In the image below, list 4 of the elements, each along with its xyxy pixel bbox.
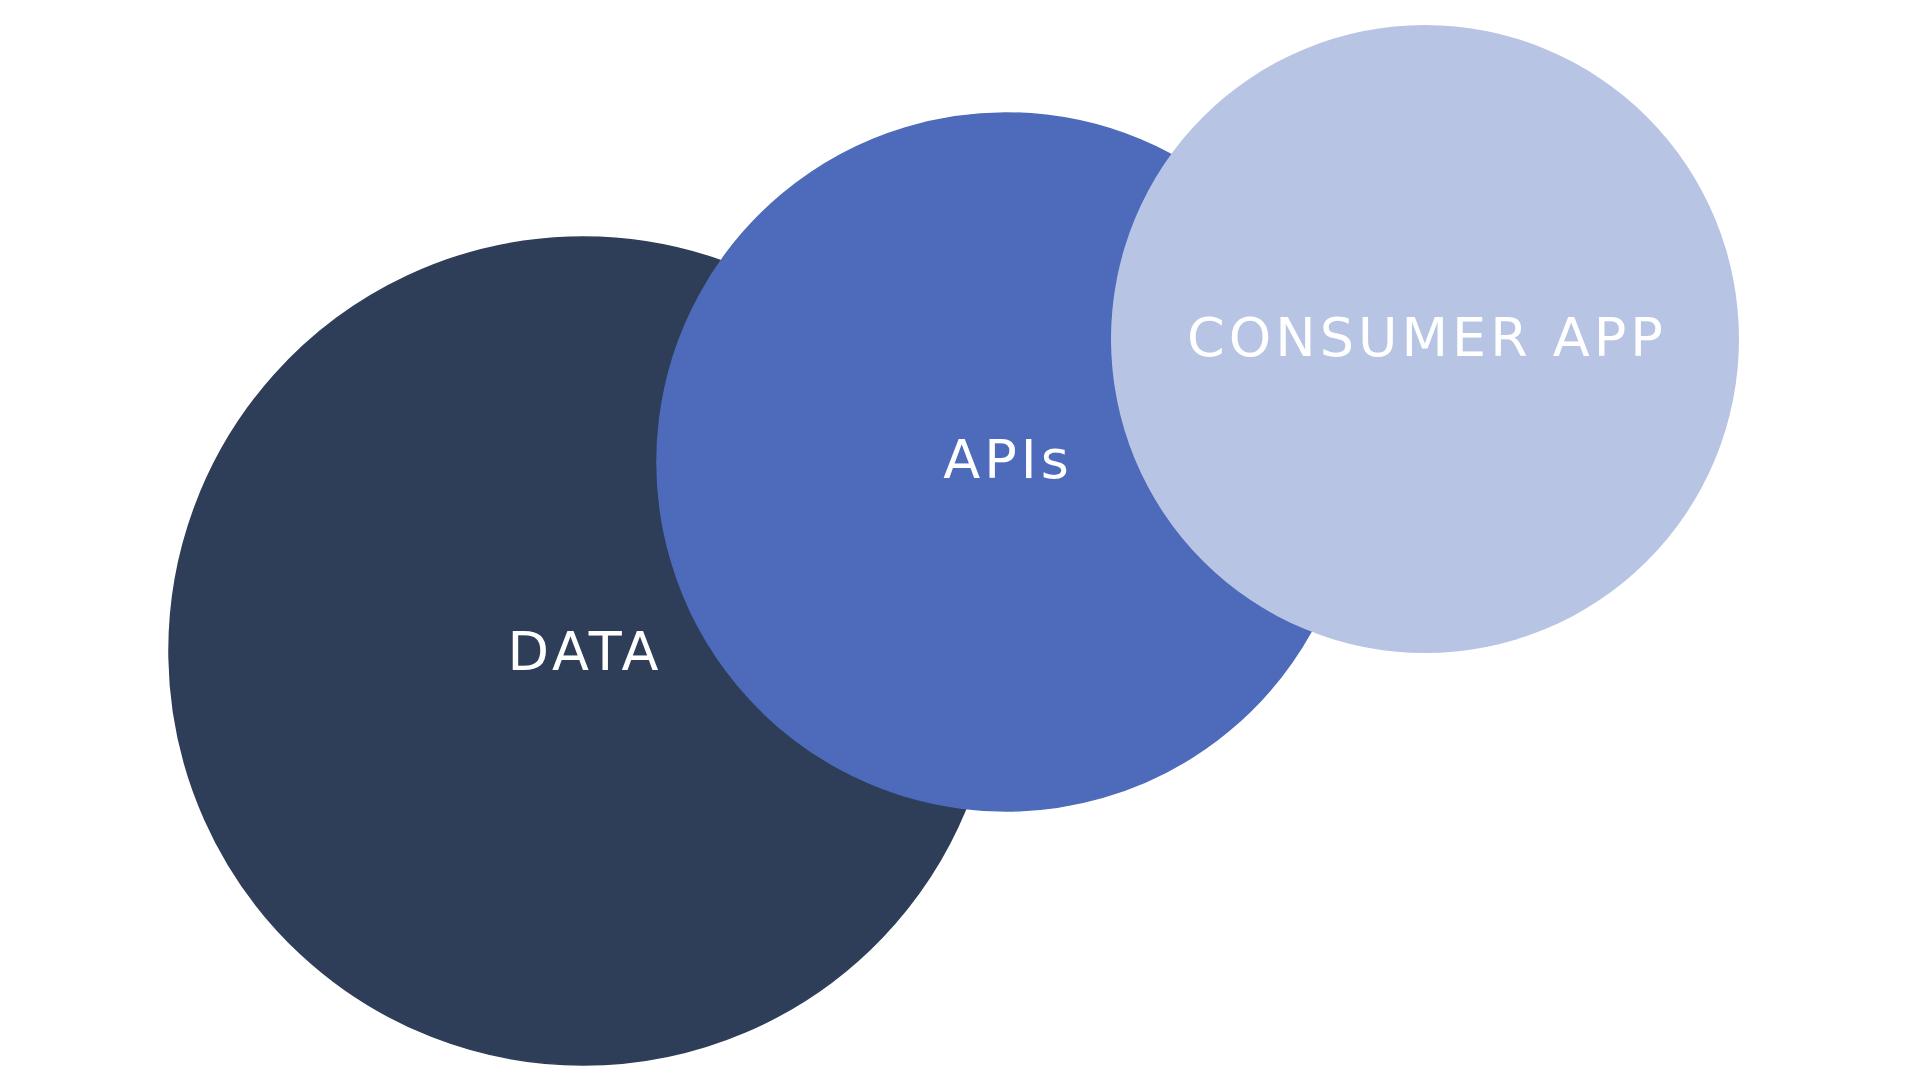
circle-label: CONSUMER APP: [1187, 305, 1667, 369]
circle-label: DATA: [507, 619, 663, 683]
circle: [1111, 25, 1739, 653]
circle-label: APIs: [943, 427, 1073, 491]
